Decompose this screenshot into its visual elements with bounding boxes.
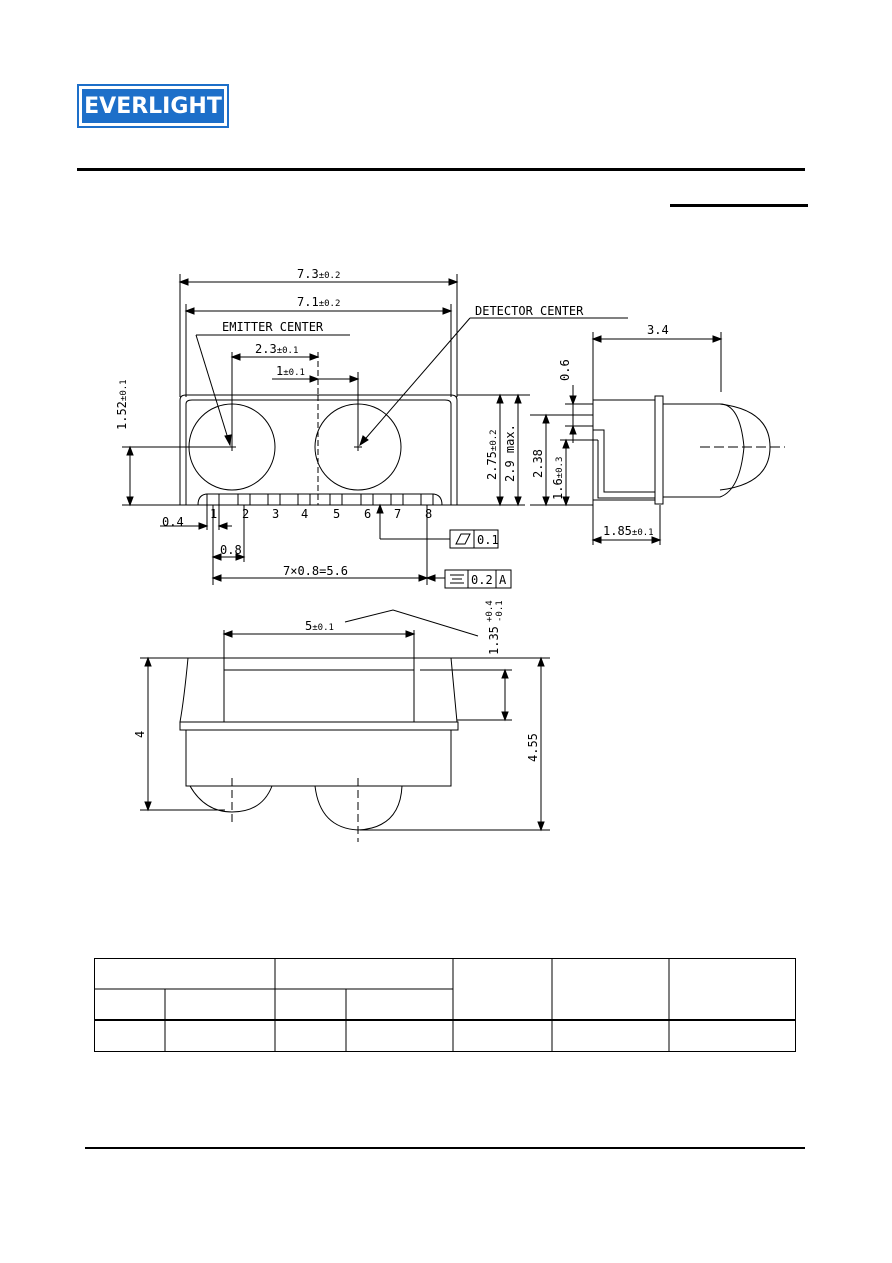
datum-label: A [499, 573, 507, 587]
dim-pin-span: 7×0.8=5.6 [283, 564, 348, 578]
dim-06: 0.6 [558, 359, 572, 381]
tol-135-plus: +0.4 [485, 600, 495, 622]
logo-text: EVERLIGHT [82, 89, 224, 123]
pin-number-2: 2 [242, 507, 249, 521]
dim-bottom-width: 5±0.1 [305, 619, 334, 633]
dim-height-275: 2.75±0.2 [485, 429, 499, 480]
dim-lens-height: 1.52±0.1 [115, 379, 129, 430]
dim-pin-width: 0.4 [162, 515, 184, 529]
tol-135-minus: -0.1 [495, 600, 505, 622]
dim-offset: 1±0.1 [276, 364, 305, 378]
dim-16: 1.6±0.3 [551, 457, 565, 500]
pin-number-4: 4 [301, 507, 308, 521]
dim-side-depth: 3.4 [647, 323, 669, 337]
pin-number-1: 1 [210, 507, 217, 521]
header-rule [77, 168, 805, 171]
pin-number-8: 8 [425, 507, 432, 521]
empty-table [94, 958, 796, 1053]
pin-number-7: 7 [394, 507, 401, 521]
dim-4: 4 [133, 731, 147, 738]
pin-number-6: 6 [364, 507, 371, 521]
dim-pitch: 0.8 [220, 543, 242, 557]
dim-238: 2.38 [531, 449, 545, 478]
dim-overall-width: 7.3±0.2 [297, 267, 340, 281]
pin-number-3: 3 [272, 507, 279, 521]
dim-max-height: 2.9 max. [503, 424, 517, 482]
footer-rule [85, 1147, 805, 1149]
dim-inner-width: 7.1±0.2 [297, 295, 340, 309]
everlight-logo: EVERLIGHT [77, 84, 229, 128]
dim-185: 1.85±0.1 [603, 524, 654, 538]
flatness-value: 0.1 [477, 533, 499, 547]
emitter-center-label: EMITTER CENTER [222, 320, 324, 334]
package-dimension-drawing: 7.3±0.2 7.1±0.2 EMITTER CENTER DETECTOR … [115, 267, 785, 842]
dim-455: 4.55 [526, 733, 540, 762]
dim-center-spacing: 2.3±0.1 [255, 342, 298, 356]
dim-135: 1.35 [487, 626, 501, 655]
symmetry-value: 0.2 [471, 573, 493, 587]
pin-number-5: 5 [333, 507, 340, 521]
detector-center-label: DETECTOR CENTER [475, 304, 584, 318]
header-short-rule [670, 204, 808, 207]
